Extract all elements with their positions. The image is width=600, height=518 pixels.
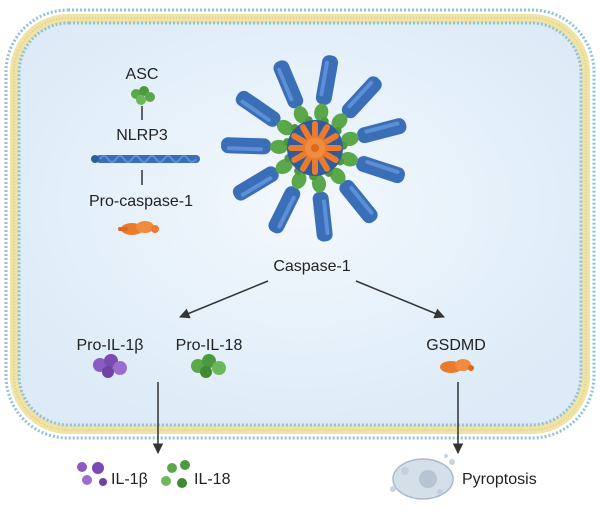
nlrp3-spoke <box>235 90 299 136</box>
gsdmd-protein-icon <box>440 359 474 373</box>
nlrp3-spoke <box>324 167 378 224</box>
nlrp3-spoke <box>339 118 407 150</box>
nlrp3-spoke <box>221 137 292 155</box>
pro-il18-label: Pro-IL-18 <box>176 337 243 354</box>
gsdmd-label: GSDMD <box>426 337 486 354</box>
nlrp3-spoke <box>331 76 382 135</box>
nlrp3-spoke <box>232 154 293 201</box>
cell-membrane <box>4 8 596 440</box>
pro-il18-protein-icon <box>191 354 226 378</box>
il18-icon <box>161 460 190 488</box>
il1b-label: IL-1β <box>111 471 148 488</box>
il1b-icon <box>77 462 107 486</box>
nlrp3-protein-icon <box>91 155 200 163</box>
nlrp3-spoke <box>273 60 313 125</box>
pro-caspase1-label: Pro-caspase-1 <box>89 193 193 210</box>
pro-il1b-protein-icon <box>93 354 127 378</box>
inflammasome-complex-icon <box>221 55 407 242</box>
caspase1-label: Caspase-1 <box>273 258 350 275</box>
nlrp3-spoke <box>336 152 405 184</box>
pro-caspase1-protein-icon <box>118 221 159 235</box>
pyroptotic-cell-icon <box>390 454 455 500</box>
nlrp3-spoke <box>268 166 307 234</box>
arrow-caspase1-to-gsdmd <box>355 280 445 319</box>
nlrp3-label: NLRP3 <box>116 127 168 144</box>
nlrp3-spoke <box>314 55 339 126</box>
pro-il1b-label: Pro-IL-1β <box>77 337 144 354</box>
pyroptosis-label: Pyroptosis <box>462 471 537 488</box>
asc-protein-icon <box>131 86 155 105</box>
il18-label: IL-18 <box>194 471 231 488</box>
arrow-caspase1-to-cytokines <box>179 280 269 319</box>
asc-label: ASC <box>126 66 159 83</box>
